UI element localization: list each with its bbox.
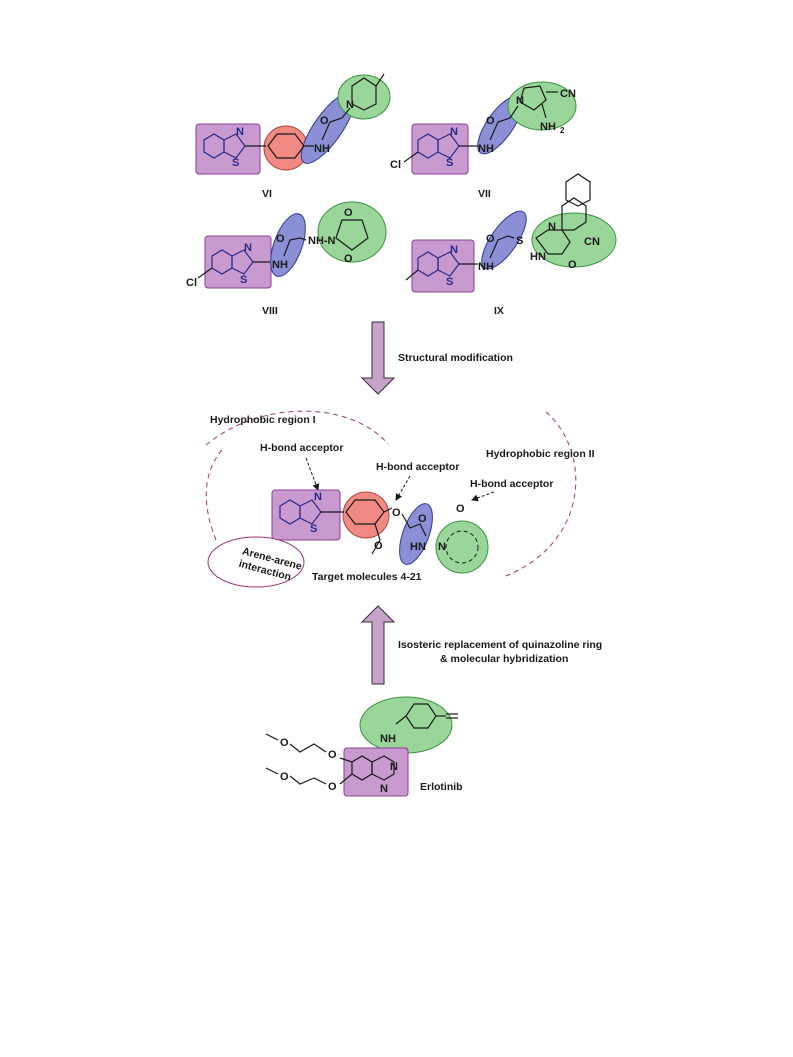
compound-label-viii: VIII xyxy=(262,305,278,317)
label-erlotinib: Erlotinib xyxy=(420,781,463,793)
atom-cl: Cl xyxy=(390,159,401,171)
label-hydrophobic-region-i: Hydrophobic region I xyxy=(210,414,316,426)
atom-o: O xyxy=(418,513,427,525)
pharmacophore-model: Hydrophobic region I Hydrophobic region … xyxy=(205,410,595,588)
atom-nh: NH xyxy=(272,259,288,271)
arrow-label-line2: & molecular hybridization xyxy=(440,653,568,665)
atom-o: O xyxy=(568,259,577,271)
atom-o: O xyxy=(328,781,337,793)
atom-n: N xyxy=(346,99,354,111)
atom-n: N xyxy=(314,491,322,503)
atom-o: O xyxy=(486,233,495,245)
atom-n: N xyxy=(380,783,388,795)
atom-n: N xyxy=(244,242,252,254)
aniline-region xyxy=(359,696,453,754)
atom-n: N xyxy=(516,95,524,107)
atom-s: S xyxy=(446,157,453,169)
atom-s: S xyxy=(310,523,317,535)
arrow-label-line1: Isosteric replacement of quinazoline rin… xyxy=(398,639,602,651)
benzothiazole-region xyxy=(411,239,475,293)
atom-o: O xyxy=(280,771,289,783)
atom-hn: NH xyxy=(380,733,396,745)
succinimide-region xyxy=(317,201,387,263)
compound-ix: N S NH O S N HN O CN IX xyxy=(405,173,617,317)
atom-hn: HN xyxy=(530,251,546,263)
atom-s: S xyxy=(516,235,523,247)
atom-o: O xyxy=(344,207,353,219)
atom-nh: NH xyxy=(478,143,494,155)
terminal-ring-region xyxy=(435,520,489,574)
atom-nhn: NH-N xyxy=(308,235,336,247)
atom-n: N xyxy=(548,221,556,233)
atom-o: O xyxy=(374,540,383,552)
benzothiazole-region xyxy=(271,489,341,541)
linker-region xyxy=(481,210,527,270)
atom-s: S xyxy=(232,157,239,169)
arrow-isosteric-replacement: Isosteric replacement of quinazoline rin… xyxy=(360,605,602,685)
atom-o: O xyxy=(344,253,353,265)
compound-label-vi: VI xyxy=(262,188,272,200)
atom-s: S xyxy=(240,274,247,286)
arene-interaction-ellipse xyxy=(207,536,305,588)
piperazine-region xyxy=(337,74,391,120)
atom-o: O xyxy=(486,115,495,127)
atom-o: O xyxy=(320,115,329,127)
atom-nh: NH xyxy=(314,143,330,155)
atom-hn: HN xyxy=(410,541,426,553)
label-hydrophobic-region-ii: Hydrophobic region II xyxy=(486,448,595,460)
label-hbond-acceptor-2: H-bond acceptor xyxy=(376,461,459,473)
atom-o: O xyxy=(328,749,337,761)
label-hbond-acceptor-1: H-bond acceptor xyxy=(260,442,343,454)
atom-cn: CN xyxy=(584,236,600,248)
benzothiazole-region xyxy=(411,123,469,175)
atom-nh2: NH xyxy=(540,121,556,133)
label-hbond-acceptor-3: H-bond acceptor xyxy=(470,478,553,490)
atom-cl: Cl xyxy=(186,277,197,289)
atom-o: O xyxy=(276,233,285,245)
quinazoline-region xyxy=(343,747,409,797)
compound-vi: N S NH O N VI xyxy=(195,73,391,200)
atom-n: N xyxy=(236,126,244,138)
atom-n: N xyxy=(450,244,458,256)
atom-nh: NH xyxy=(478,261,494,273)
atom-cn: CN xyxy=(560,88,576,100)
atom-s: S xyxy=(446,276,453,288)
atom-n: N xyxy=(390,761,398,773)
benzothiazole-region xyxy=(195,123,261,175)
arrow-structural-modification: Structural modification xyxy=(360,321,513,395)
atom-subscript: 2 xyxy=(560,126,565,135)
arrow-label-top: Structural modification xyxy=(398,352,513,364)
erlotinib-structure: NH N N O O O O Erlotinib xyxy=(265,696,463,797)
atom-o: O xyxy=(456,503,465,515)
compound-viii: N S Cl NH O NH-N O O VIII xyxy=(186,201,387,317)
atom-n: N xyxy=(450,126,458,138)
phenyl-region xyxy=(263,125,309,171)
label-target-molecules: Target molecules 4-21 xyxy=(312,571,422,583)
compound-label-vii: VII xyxy=(478,188,491,200)
compound-vii: N S Cl NH O N CN NH 2 VII xyxy=(390,81,577,200)
hydrophobic-region-i-arc-left xyxy=(205,449,223,541)
linker-region xyxy=(399,503,433,565)
atom-n: N xyxy=(438,541,446,553)
hydrophobic-region-ii-arc xyxy=(505,411,577,577)
atom-o: O xyxy=(392,507,401,519)
atom-o: O xyxy=(280,737,289,749)
compound-label-ix: IX xyxy=(494,305,504,317)
